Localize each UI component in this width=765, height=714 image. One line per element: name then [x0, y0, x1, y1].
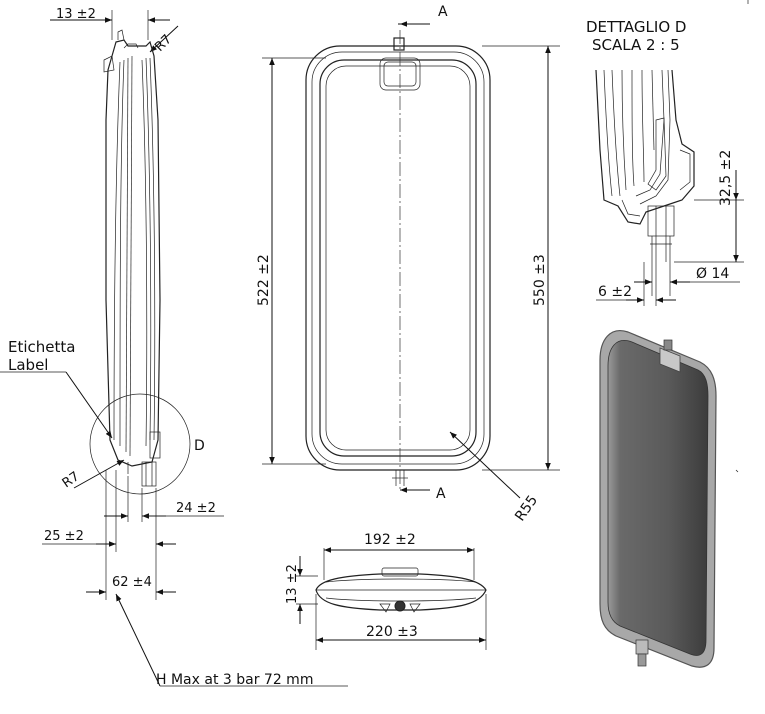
- render-3d-body: [607, 340, 709, 656]
- top-dim-outer-width: 220 ±3: [366, 624, 418, 640]
- detail-scale: SCALA 2 : 5: [592, 36, 680, 54]
- side-dim-top-width: 13 ±2: [56, 7, 96, 22]
- detail-marker-d: D: [194, 438, 205, 454]
- section-marker-top: A: [438, 4, 448, 20]
- render-3d-top-nub: [663, 339, 673, 351]
- detail-title: DETTAGLIO D: [586, 18, 686, 36]
- detail-dim-diameter: Ø 14: [696, 266, 729, 282]
- section-marker-bottom: A: [436, 486, 446, 502]
- top-dim-height: 13 ±2: [285, 564, 300, 604]
- label-text-it: Etichetta: [8, 338, 75, 356]
- front-view: A A 522 ±2 550 ±3: [256, 4, 560, 524]
- top-view: 192 ±2 13 ±2 220 ±3: [285, 532, 487, 650]
- detail-section: [595, 69, 695, 262]
- top-dim-inner-width: 192 ±2: [364, 532, 416, 548]
- side-body: [103, 29, 161, 487]
- side-dim-body: 25 ±2: [44, 529, 84, 544]
- detail-view: DETTAGLIO D SCALA 2 : 5: [586, 18, 744, 306]
- note-hmax: H Max at 3 bar 72 mm: [156, 672, 313, 688]
- front-dim-inner-height: 522 ±2: [256, 254, 272, 306]
- top-valve: [394, 600, 406, 612]
- detail-dim-height: 32,5 ±2: [718, 150, 734, 206]
- render-3d-bottom-valve: [635, 639, 649, 667]
- label-text-en: Label: [8, 356, 48, 374]
- detail-circle: [89, 393, 191, 495]
- front-radius-corner: R55: [512, 493, 541, 525]
- side-view: 13 ±2 R7 D Etichetta: [0, 7, 348, 688]
- detail-dim-offset: 6 ±2: [598, 284, 632, 300]
- side-dim-connector: 24 ±2: [176, 501, 216, 516]
- side-radius-top: R7: [152, 32, 175, 55]
- render-3d: [599, 330, 717, 668]
- render-3d-top-fitting: [659, 347, 681, 373]
- front-dim-outer-height: 550 ±3: [532, 254, 548, 306]
- front-outer-frame: [305, 45, 491, 471]
- side-radius-bottom: R7: [60, 469, 83, 491]
- side-dim-total-depth: 62 ±4: [112, 575, 152, 590]
